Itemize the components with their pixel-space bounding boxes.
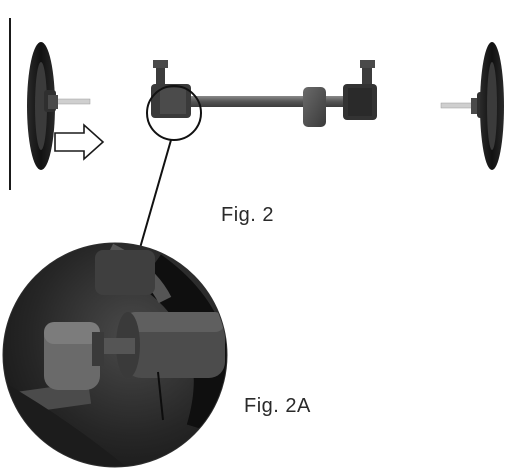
left-wheel — [27, 42, 91, 170]
leader-line — [139, 139, 172, 249]
figure-2-label: Fig. 2 — [221, 204, 275, 226]
detail-callout-circle — [146, 85, 202, 141]
axle-assembly — [151, 60, 377, 127]
figure-2a-label: Fig. 2A — [244, 395, 311, 417]
arrow-right-outline-icon — [54, 123, 105, 161]
right-wheel — [440, 42, 504, 170]
detail-view — [2, 242, 228, 468]
